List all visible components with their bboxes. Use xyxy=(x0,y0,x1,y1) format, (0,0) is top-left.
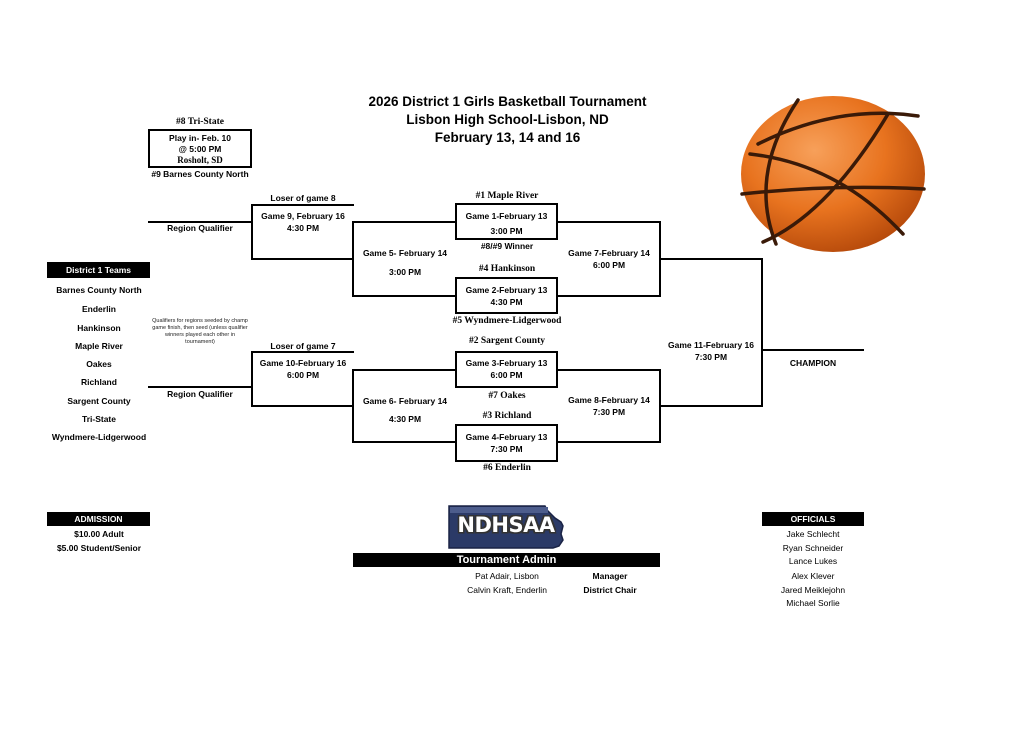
game-2-box xyxy=(455,277,558,314)
official-name: Jake Schlecht xyxy=(786,529,840,539)
game-5-name: Game 5- February 14 xyxy=(362,248,448,258)
bracket-line xyxy=(251,351,253,407)
basketball-icon xyxy=(740,96,926,252)
bracket-line xyxy=(251,405,354,407)
bracket-line xyxy=(761,258,763,407)
bracket-line xyxy=(148,221,252,223)
bracket-line xyxy=(251,204,253,260)
game-3-time: 6:00 PM xyxy=(490,370,523,380)
game-9-name: Game 9, February 16 xyxy=(261,211,345,221)
bracket-line xyxy=(659,405,763,407)
game-1-top-team: #1 Maple River xyxy=(475,191,539,201)
team-item: Enderlin xyxy=(81,304,116,314)
bracket-line xyxy=(557,441,661,443)
admin-name: Calvin Kraft, Enderlin xyxy=(467,585,547,595)
game-4-top-team: #3 Richland xyxy=(482,411,532,421)
team-item: Barnes County North xyxy=(56,285,142,295)
game-5-time: 3:00 PM xyxy=(388,267,422,277)
game-4-box xyxy=(455,424,558,462)
bracket-line xyxy=(251,204,354,206)
team-item: Hankinson xyxy=(77,323,121,333)
playin-box: Play in- Feb. 10 @ 5:00 PM Rosholt, SD xyxy=(148,129,252,168)
bracket-line xyxy=(352,369,456,371)
playin-line-1: Play in- Feb. 10 xyxy=(169,133,231,143)
title-line-2: Lisbon High School-Lisbon, ND xyxy=(406,112,609,127)
qualifier-note: Qualifiers for regions seeded by champ g… xyxy=(152,318,248,345)
bracket-line xyxy=(352,221,456,223)
bracket-line xyxy=(352,441,456,443)
game-9-result: Region Qualifier xyxy=(167,223,233,233)
title-line-1: 2026 District 1 Girls Basketball Tournam… xyxy=(368,94,647,109)
bracket-line xyxy=(251,258,354,260)
title-line-3: February 13, 14 and 16 xyxy=(434,130,581,145)
team-item: Maple River xyxy=(75,341,123,351)
bracket-line xyxy=(352,295,456,297)
team-item: Wyndmere-Lidgerwood xyxy=(51,432,147,442)
officials-header: OFFICIALS xyxy=(762,512,864,526)
game-10-result: Region Qualifier xyxy=(167,389,233,399)
bracket-line xyxy=(352,369,354,443)
game-7-time: 6:00 PM xyxy=(592,260,626,270)
team-item: Sargent County xyxy=(67,396,131,406)
game-1-time: 3:00 PM xyxy=(490,226,523,236)
game-2-time: 4:30 PM xyxy=(490,297,523,307)
bracket-line xyxy=(659,258,763,260)
playin-bottom-team: #9 Barnes County North xyxy=(151,169,249,179)
game-6-time: 4:30 PM xyxy=(388,414,422,424)
playin-line-2: @ 5:00 PM xyxy=(178,144,222,154)
game-8-time: 7:30 PM xyxy=(592,407,626,417)
game-2-top-team: #4 Hankinson xyxy=(478,264,536,274)
bracket-line xyxy=(761,349,864,351)
official-name: Lance Lukes xyxy=(788,556,838,566)
game-7-name: Game 7-February 14 xyxy=(568,248,650,258)
teams-list-header: District 1 Teams xyxy=(47,262,150,278)
bracket-line xyxy=(352,221,354,297)
game-1-name: Game 1-February 13 xyxy=(465,211,548,221)
bracket-line xyxy=(557,295,661,297)
game-3-name: Game 3-February 13 xyxy=(465,358,548,368)
game-9-label: Loser of game 8 xyxy=(270,193,336,203)
official-name: Michael Sorlie xyxy=(786,598,840,608)
bracket-line xyxy=(148,386,252,388)
admin-name: Pat Adair, Lisbon xyxy=(475,571,539,581)
team-item: Richland xyxy=(81,377,117,387)
game-1-bottom-team: #8/#9 Winner xyxy=(480,241,534,251)
game-6-name: Game 6- February 14 xyxy=(362,396,448,406)
game-4-time: 7:30 PM xyxy=(490,444,523,454)
admission-header: ADMISSION xyxy=(47,512,150,526)
ndhsaa-logo xyxy=(448,505,564,549)
playin-line-3: Rosholt, SD xyxy=(177,155,223,165)
game-4-name: Game 4-February 13 xyxy=(465,432,548,442)
game-2-name: Game 2-February 13 xyxy=(465,285,548,295)
admin-role: Manager xyxy=(592,571,628,581)
game-10-name: Game 10-February 16 xyxy=(259,358,347,368)
game-4-bottom-team: #6 Enderlin xyxy=(483,463,531,473)
game-10-time: 6:00 PM xyxy=(286,370,320,380)
bracket-line xyxy=(557,221,661,223)
bracket-line xyxy=(251,351,354,353)
game-3-top-team: #2 Sargent County xyxy=(468,336,545,346)
bracket-line xyxy=(557,369,661,371)
official-name: Alex Klever xyxy=(791,571,835,581)
game-2-bottom-team: #5 Wyndmere-Lidgerwood xyxy=(452,316,562,326)
champion-label: CHAMPION xyxy=(789,358,837,368)
ndhsaa-logo-text: NDHSAA xyxy=(457,513,555,537)
admin-role: District Chair xyxy=(583,585,637,595)
official-name: Jared Meiklejohn xyxy=(780,585,846,595)
game-11-name: Game 11-February 16 xyxy=(668,340,754,350)
admission-student: $5.00 Student/Senior xyxy=(56,543,142,553)
page-title: 2026 District 1 Girls Basketball Tournam… xyxy=(340,93,675,147)
official-name: Ryan Schneider xyxy=(782,543,844,553)
game-10-label: Loser of game 7 xyxy=(270,341,336,351)
team-item: Tri-State xyxy=(81,414,116,424)
admission-adult: $10.00 Adult xyxy=(74,529,124,539)
team-item: Oakes xyxy=(86,359,112,369)
game-11-time: 7:30 PM xyxy=(694,352,728,362)
game-9-time: 4:30 PM xyxy=(286,223,320,233)
game-3-bottom-team: #7 Oakes xyxy=(488,391,526,401)
playin-top-team: #8 Tri-State xyxy=(176,117,224,127)
game-8-name: Game 8-February 14 xyxy=(568,395,650,405)
admin-header: Tournament Admin xyxy=(353,553,660,567)
